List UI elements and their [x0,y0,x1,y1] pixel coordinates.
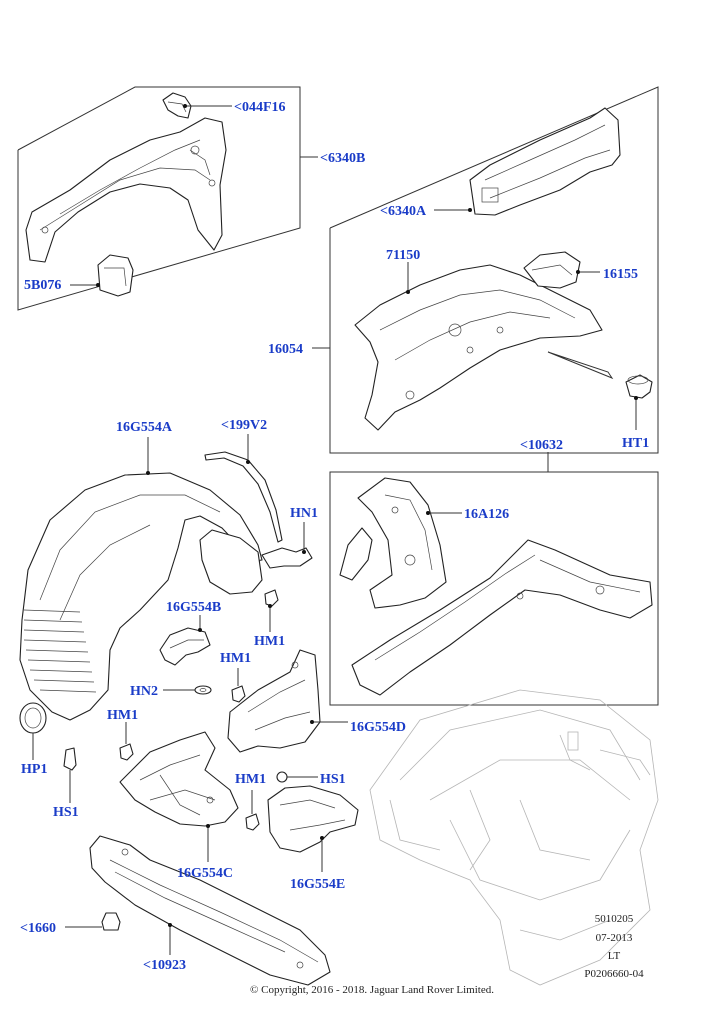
callout-10632: <10632 [520,438,563,453]
callout-16G554D: 16G554D [350,720,406,735]
callout-16155: 16155 [603,267,638,282]
callout-HM1-d: HM1 [235,772,266,787]
callout-16G554E: 16G554E [290,877,345,892]
splash-shield-16G554C [119,731,239,827]
washer-HN2 [194,685,212,695]
callout-HT1: HT1 [622,436,649,451]
bracket-5B076 [97,254,134,297]
meta-side: LT [608,950,621,962]
inner-panel-71150 [354,264,603,431]
callout-HM1-b: HM1 [220,651,251,666]
small-bracket [339,527,373,581]
callout-10923: <10923 [143,958,186,973]
callout-16G554C: 16G554C [177,866,233,881]
shield-16G554E [267,785,359,853]
liner-rear-extension [199,529,263,595]
bracket-044F16 [162,92,192,119]
callout-044F16: <044F16 [234,100,286,115]
longitudinal-rail [351,539,653,696]
liner-louvers [23,609,97,693]
screw-HS1-b [276,771,288,783]
callout-199V2: <199V2 [221,418,267,433]
callout-6340A: <6340A [380,204,427,219]
callout-HM1-c: HM1 [107,708,138,723]
lower-rail-10923 [89,835,331,986]
callout-16G554A: 16G554A [116,420,173,435]
callout-16A126: 16A126 [464,507,509,522]
callout-71150: 71150 [386,248,420,263]
reinforcement-16A126 [357,477,447,609]
callout-HP1: HP1 [21,762,47,777]
inner-apron-6340A [469,107,621,216]
fastener-1660 [101,912,121,931]
plug-HP1 [19,702,47,734]
meta-ref: P0206660-04 [584,968,644,980]
meta-date: 07-2013 [596,932,633,944]
shield-16G554B [159,627,211,666]
callout-HS1-b: HS1 [320,772,346,787]
callout-6340B: <6340B [320,151,365,166]
frame-top-right [329,86,659,454]
clip-HN1 [261,547,313,569]
callout-HN2: HN2 [130,684,158,699]
vehicle-body-ghost [369,689,659,986]
callout-HS1-a: HS1 [53,805,79,820]
copyright-notice: © Copyright, 2016 - 2018. Jaguar Land Ro… [250,984,494,996]
bump-stop-HT1 [625,374,653,399]
callout-5B076: 5B076 [24,278,61,293]
fastener-HM1-d [245,813,260,831]
fastener-HM1-b [231,685,246,703]
frame-middle-right [329,471,659,706]
fastener-HM1-c [119,743,134,761]
fastener-HM1-a [264,589,279,607]
meta-code: 5010205 [595,913,634,925]
screw-HS1-a [63,747,77,771]
fender-apron-6340B [25,117,227,263]
pointer-HT1 [547,351,614,380]
callout-HN1: HN1 [290,506,318,521]
callout-16054: 16054 [268,342,303,357]
callout-HM1-a: HM1 [254,634,285,649]
wheel-arch-liner-16G554A [19,472,263,721]
callout-16G554B: 16G554B [166,600,221,615]
callout-1660: <1660 [20,921,56,936]
